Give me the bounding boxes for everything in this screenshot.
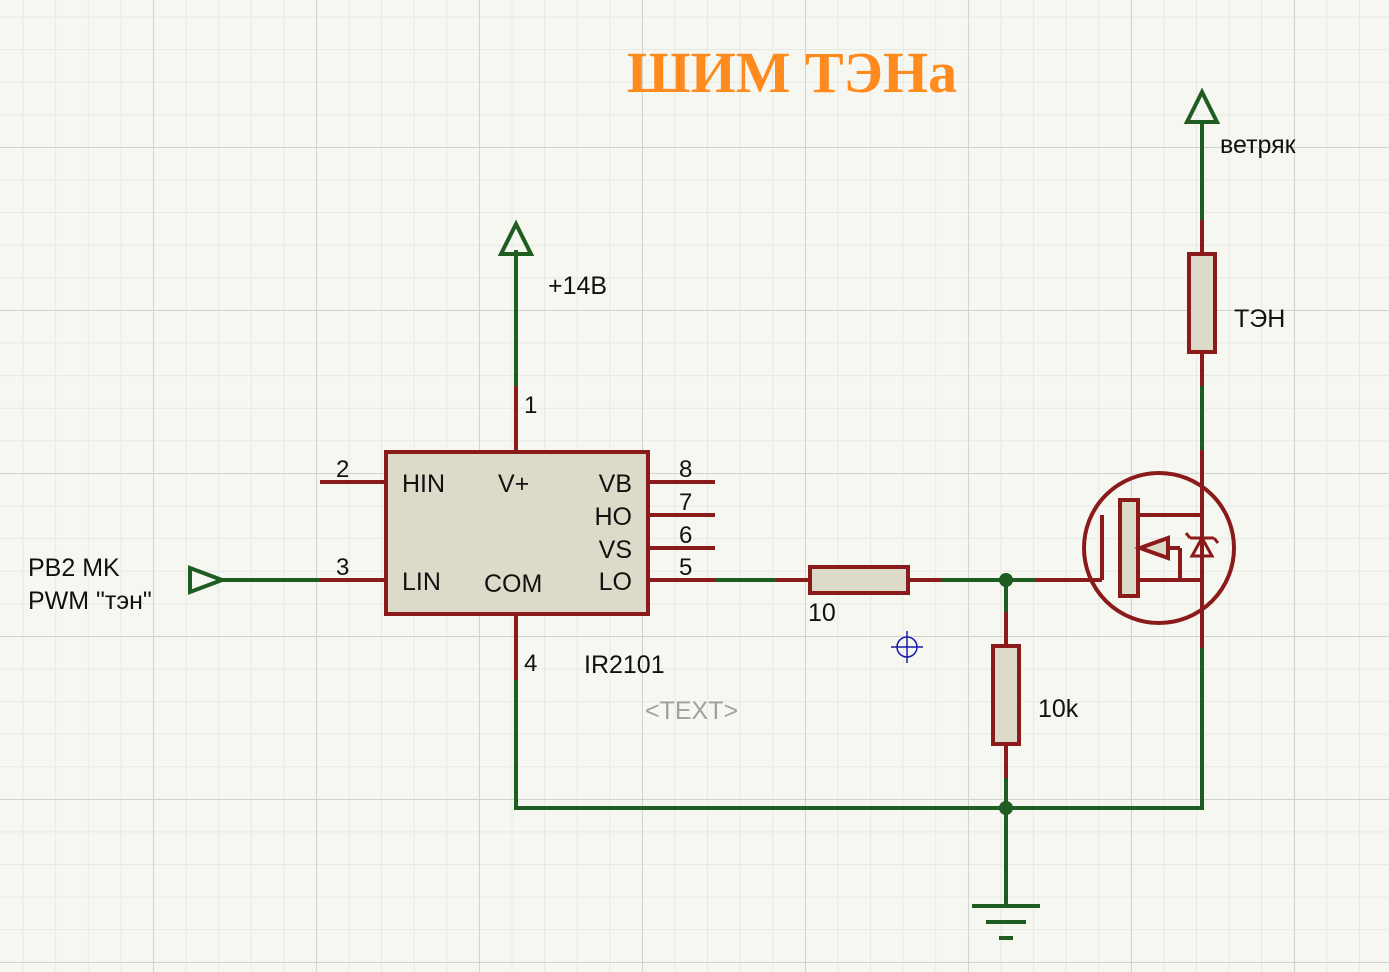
pin-number-1: 1 <box>524 392 537 419</box>
wires <box>220 120 1204 908</box>
pin-number-6: 6 <box>679 522 692 549</box>
pin-name-vs: VS <box>599 536 632 564</box>
input-terminal[interactable]: PB2 MK PWM "тэн" <box>28 554 228 615</box>
resistor-icon <box>991 644 1021 746</box>
pin-number-5: 5 <box>679 554 692 581</box>
diagram-title: ШИМ ТЭНа <box>627 40 957 105</box>
supply-label: +14В <box>548 272 607 300</box>
supply-terminal-14v[interactable]: +14В <box>497 219 607 300</box>
placeholder-text: <TEXT> <box>645 697 738 725</box>
pin-name-com: COM <box>484 570 542 598</box>
pin-name-hin: HIN <box>402 470 445 498</box>
junction-dot-ground <box>999 801 1013 815</box>
input-arrow-icon <box>188 565 228 595</box>
gate-resistor-value: 10 <box>808 599 836 627</box>
n-channel-mosfet-icon <box>1036 450 1236 648</box>
power-arrow-icon <box>497 219 535 256</box>
power-arrow-icon <box>1183 87 1221 124</box>
pin-name-vplus: V+ <box>498 470 529 498</box>
wind-supply-label: ветряк <box>1220 131 1297 159</box>
pin-number-7: 7 <box>679 489 692 516</box>
ground-icon <box>972 904 1040 940</box>
input-label-line1: PB2 MK <box>28 554 120 582</box>
pulldown-resistor[interactable]: 10k <box>991 612 1079 778</box>
pin-number-2: 2 <box>336 456 349 483</box>
gate-resistor[interactable]: 10 <box>776 565 942 627</box>
resistor-icon <box>808 565 910 595</box>
junction-dot-gate <box>999 573 1013 587</box>
origin-marker-icon <box>891 631 923 663</box>
resistor-icon <box>1187 252 1217 354</box>
pulldown-resistor-value: 10k <box>1038 695 1079 723</box>
pin-number-4: 4 <box>524 650 537 677</box>
pin-name-vb: VB <box>599 470 632 498</box>
part-label: IR2101 <box>584 651 665 679</box>
input-label-line2: PWM "тэн" <box>28 587 152 615</box>
driver-ic[interactable]: HIN V+ VB HO VS LO LIN COM 1 2 3 4 5 6 7… <box>320 386 738 725</box>
pin-number-3: 3 <box>336 554 349 581</box>
heater-resistor[interactable]: ТЭН <box>1187 220 1285 386</box>
pin-name-lo: LO <box>599 568 632 596</box>
pin-number-8: 8 <box>679 456 692 483</box>
ic-body <box>384 450 650 616</box>
supply-terminal-wind[interactable]: ветряк <box>1183 87 1297 159</box>
mosfet[interactable] <box>1036 450 1236 648</box>
pin-name-lin: LIN <box>402 568 441 596</box>
pin-name-ho: HO <box>595 503 633 531</box>
heater-label: ТЭН <box>1234 305 1285 333</box>
